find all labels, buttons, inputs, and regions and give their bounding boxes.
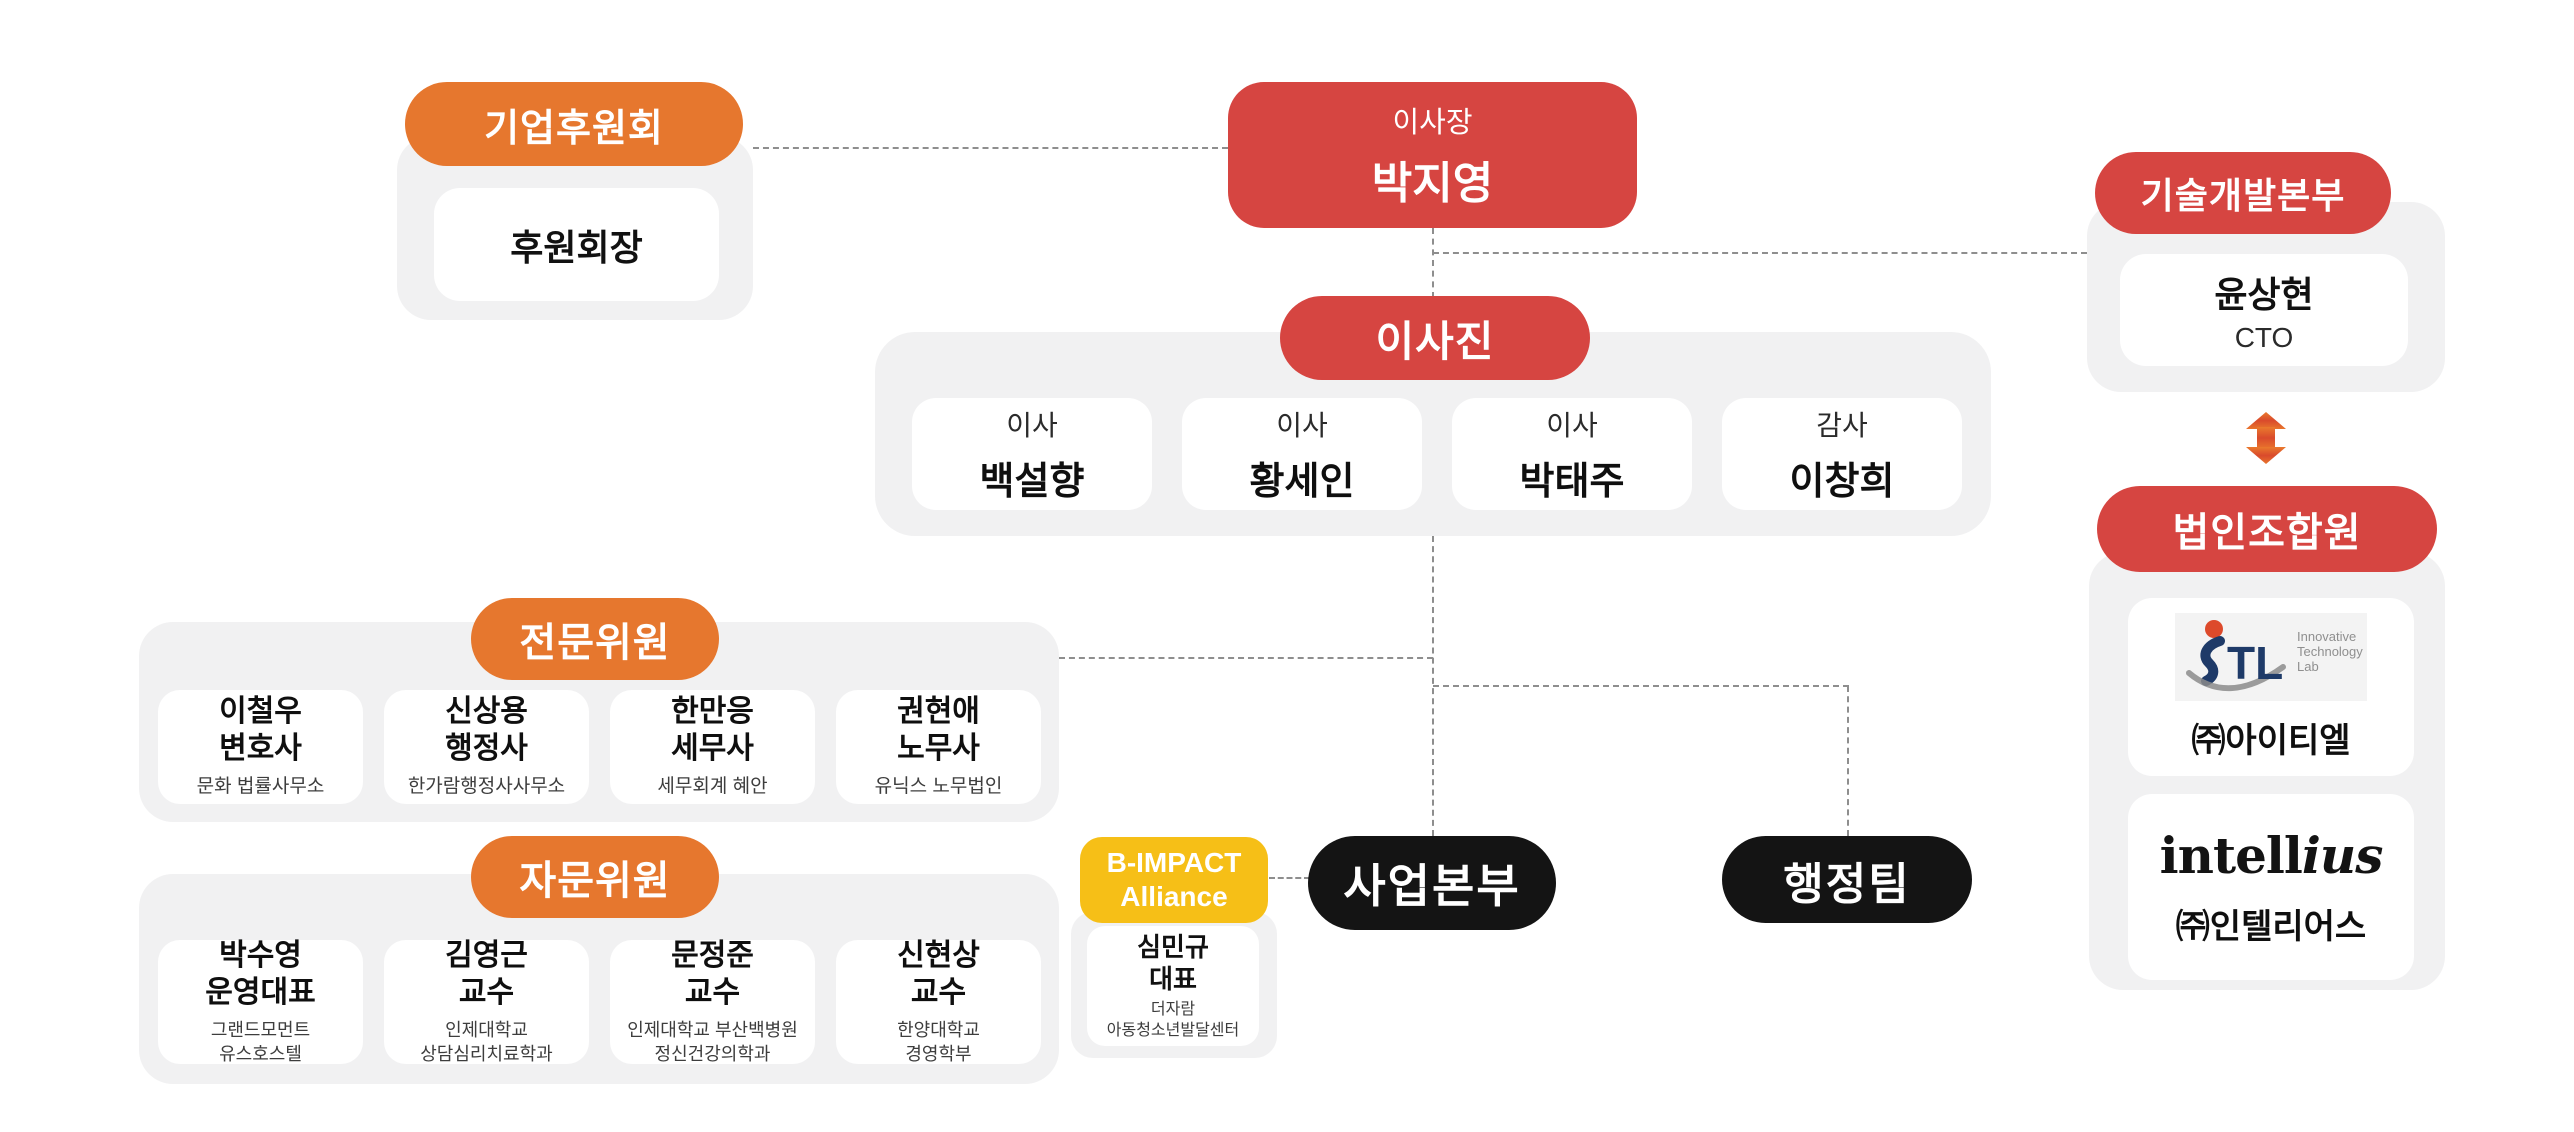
board-member-name: 이창희 bbox=[1789, 460, 1895, 503]
advisor-name: 김영근 bbox=[445, 939, 528, 973]
advisor-name: 문정준 bbox=[671, 939, 754, 973]
connector-chairman-tech bbox=[1433, 252, 2087, 254]
tech-cto-card: 윤상현 CTO bbox=[2120, 254, 2408, 366]
sponsor-chair-label: 후원회장 bbox=[510, 226, 643, 268]
board-badge: 이사진 bbox=[1280, 296, 1590, 380]
sponsor-badge: 기업후원회 bbox=[405, 82, 743, 166]
expert-card: 이철우 변호사 문화 법률사무소 bbox=[158, 690, 363, 804]
sponsor-badge-label: 기업후원회 bbox=[484, 107, 664, 150]
board-member-card: 이사 황세인 bbox=[1182, 398, 1422, 510]
chairman-box: 이사장 박지영 bbox=[1228, 82, 1637, 228]
expert-org: 한가람행정사사무소 bbox=[407, 776, 566, 798]
expert-org: 문화 법률사무소 bbox=[196, 776, 325, 798]
expert-card: 한만응 세무사 세무회계 혜안 bbox=[610, 690, 815, 804]
tech-cto-role: CTO bbox=[2234, 322, 2294, 353]
intellius-company-name: ㈜인텔리어스 bbox=[2175, 908, 2367, 946]
svg-text:TL: TL bbox=[2227, 637, 2283, 689]
bimpact-title: 대표 bbox=[1149, 964, 1197, 995]
board-member-card: 이사 백설향 bbox=[912, 398, 1152, 510]
bimpact-name: 심민규 bbox=[1137, 931, 1209, 962]
bimpact-badge: B-IMPACT Alliance bbox=[1080, 837, 1268, 923]
chairman-title: 이사장 bbox=[1392, 107, 1473, 139]
svg-text:Lab: Lab bbox=[2297, 659, 2319, 674]
advisor-name: 신현상 bbox=[897, 939, 980, 973]
expert-title: 노무사 bbox=[897, 731, 980, 765]
experts-badge: 전문위원 bbox=[471, 598, 719, 680]
itl-company-name: ㈜아이티엘 bbox=[2191, 721, 2351, 760]
chairman-name: 박지영 bbox=[1371, 159, 1494, 208]
expert-title: 변호사 bbox=[219, 731, 302, 765]
connector-experts-branch bbox=[1059, 657, 1433, 659]
corporate-members-badge-label: 법인조합원 bbox=[2172, 511, 2362, 555]
board-member-card: 이사 박태주 bbox=[1452, 398, 1692, 510]
advisor-title: 교수 bbox=[910, 975, 967, 1009]
intellius-company-card: intellius ㈜인텔리어스 bbox=[2128, 794, 2414, 980]
experts-badge-label: 전문위원 bbox=[519, 621, 671, 665]
admin-team-pill: 행정팀 bbox=[1722, 836, 1972, 923]
advisor-name: 박수영 bbox=[219, 939, 302, 973]
svg-text:Technology: Technology bbox=[2297, 644, 2363, 659]
intellius-wordmark: intellius bbox=[2159, 826, 2384, 885]
bimpact-badge-line1: B-IMPACT bbox=[1106, 847, 1242, 879]
board-member-role: 이사 bbox=[1006, 409, 1058, 441]
bimpact-badge-line2: Alliance bbox=[1120, 881, 1228, 912]
tech-badge: 기술개발본부 bbox=[2095, 152, 2391, 234]
board-member-name: 백설향 bbox=[979, 460, 1085, 503]
expert-org: 세무회계 혜안 bbox=[657, 776, 768, 798]
board-badge-label: 이사진 bbox=[1375, 317, 1495, 365]
connector-admin-vertical bbox=[1847, 686, 1849, 836]
itl-logo-dot bbox=[2205, 619, 2223, 638]
board-member-card: 감사 이창희 bbox=[1722, 398, 1962, 510]
business-hq-label: 사업본부 bbox=[1343, 860, 1521, 912]
connector-bimpact-business bbox=[1269, 877, 1310, 879]
expert-card: 권현애 노무사 유닉스 노무법인 bbox=[836, 690, 1041, 804]
expert-name: 권현애 bbox=[897, 695, 980, 729]
board-member-name: 황세인 bbox=[1249, 460, 1355, 503]
expert-title: 세무사 bbox=[671, 731, 754, 765]
expert-name: 한만응 bbox=[671, 695, 754, 729]
connector-chairman-board bbox=[1432, 228, 1434, 298]
expert-name: 이철우 bbox=[219, 695, 302, 729]
business-hq-pill: 사업본부 bbox=[1308, 836, 1556, 930]
admin-team-label: 행정팀 bbox=[1783, 859, 1911, 909]
advisor-title: 운영대표 bbox=[205, 975, 316, 1009]
itl-logo: TL Innovative Technology Lab bbox=[2175, 612, 2367, 701]
expert-card: 신상용 행정사 한가람행정사사무소 bbox=[384, 690, 589, 804]
connector-admin-horizontal bbox=[1433, 685, 1849, 687]
svg-text:Innovative: Innovative bbox=[2297, 629, 2356, 644]
itl-company-card: TL Innovative Technology Lab ㈜아이티엘 bbox=[2128, 598, 2414, 776]
expert-name: 신상용 bbox=[445, 695, 528, 729]
tech-badge-label: 기술개발본부 bbox=[2140, 175, 2346, 216]
advisor-title: 교수 bbox=[684, 975, 741, 1009]
board-member-role: 이사 bbox=[1276, 409, 1328, 441]
board-member-name: 박태주 bbox=[1519, 460, 1625, 503]
advisors-badge-label: 자문위원 bbox=[519, 859, 671, 903]
updown-arrow-icon bbox=[2246, 412, 2286, 464]
board-member-role: 이사 bbox=[1546, 409, 1598, 441]
sponsor-chair-card: 후원회장 bbox=[434, 188, 719, 301]
corporate-members-badge: 법인조합원 bbox=[2097, 486, 2437, 572]
connector-sponsor-chairman bbox=[753, 147, 1228, 149]
expert-org: 유닉스 노무법인 bbox=[874, 776, 1003, 798]
advisor-title: 교수 bbox=[458, 975, 515, 1009]
advisors-badge: 자문위원 bbox=[471, 836, 719, 918]
expert-title: 행정사 bbox=[445, 731, 528, 765]
tech-cto-name: 윤상현 bbox=[2214, 274, 2314, 315]
board-member-role: 감사 bbox=[1816, 409, 1868, 441]
